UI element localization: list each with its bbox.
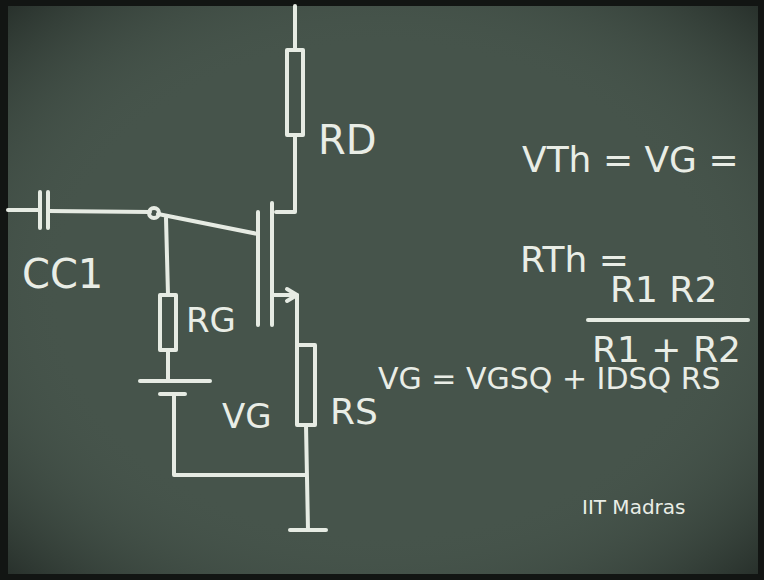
- frame-bottom: [0, 574, 764, 580]
- component-label: RS: [330, 392, 378, 432]
- fraction-numerator: R1 R2: [610, 270, 717, 310]
- frame-right: [758, 0, 764, 580]
- fraction-bar: [588, 318, 748, 322]
- resistor-symbol: [287, 50, 303, 135]
- gate-wire: [48, 211, 150, 212]
- drain-wire: [276, 135, 295, 212]
- source-wire: [272, 295, 297, 345]
- source-arrow: [287, 289, 297, 301]
- watermark: IIT Madras: [582, 496, 685, 518]
- frame-top: [0, 0, 764, 6]
- fraction-denominator: R1 + R2: [592, 330, 741, 370]
- battery-symbol: [140, 379, 210, 383]
- input-wire: [8, 208, 38, 212]
- bias-wire: [166, 218, 168, 295]
- component-label: RG: [186, 302, 236, 339]
- resistor-symbol: [160, 295, 176, 350]
- ground-wire: [306, 425, 308, 530]
- mosfet-channel: [270, 203, 274, 325]
- component-label: RD: [318, 118, 377, 162]
- return-wire: [174, 396, 305, 475]
- bias-wire: [166, 350, 170, 380]
- component-label: CC1: [22, 252, 103, 296]
- equation-text: VTh = VG =: [522, 140, 739, 180]
- resistor-symbol: [297, 345, 315, 425]
- capacitor-plate: [38, 192, 42, 228]
- ground-symbol: [290, 528, 326, 532]
- component-label: VG: [222, 398, 272, 435]
- frame-left: [0, 0, 8, 580]
- gate-wire: [158, 214, 258, 234]
- junction-node: [149, 208, 159, 218]
- supply-wire: [293, 6, 297, 50]
- mosfet-gate-plate: [256, 212, 260, 325]
